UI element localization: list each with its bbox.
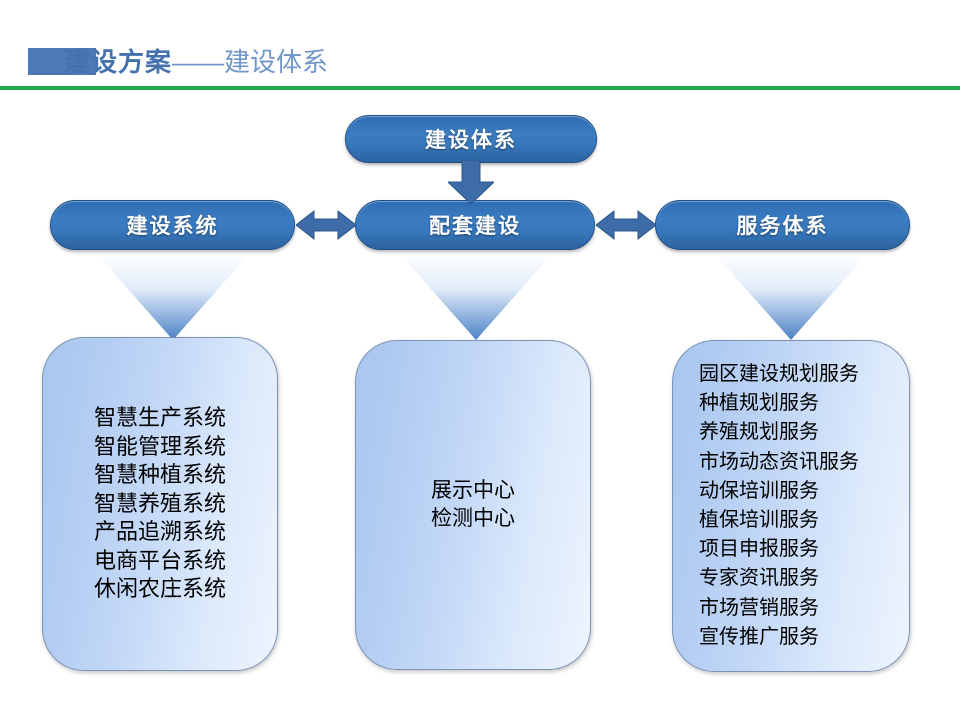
connector-funnel-right — [715, 254, 867, 340]
list-item: 市场动态资讯服务 — [699, 450, 859, 473]
panel-construction-systems[interactable]: 智慧生产系统 智能管理系统 智慧种植系统 智慧养殖系统 产品追溯系统 电商平台系… — [42, 337, 278, 671]
list-item: 园区建设规划服务 — [699, 363, 859, 386]
arrow-left-right-icon-left — [296, 209, 356, 241]
panel-supporting-construction[interactable]: 展示中心 检测中心 — [355, 340, 591, 670]
node-right-label: 服务体系 — [736, 215, 829, 238]
slide-header: 建设方案——建设体系 — [0, 0, 960, 92]
node-left-construction-systems[interactable]: 建设系统 — [50, 200, 295, 250]
list-item: 养殖规划服务 — [699, 421, 819, 444]
panel-service-system[interactable]: 园区建设规划服务 种植规划服务 养殖规划服务 市场动态资讯服务 动保培训服务 植… — [672, 340, 910, 672]
list-item: 动保培训服务 — [699, 479, 819, 502]
page-title-sub: ——建设体系 — [172, 47, 329, 77]
list-item: 产品追溯系统 — [93, 519, 226, 545]
list-item: 检测中心 — [431, 507, 515, 530]
connector-funnel-left — [97, 254, 249, 340]
list-item: 智慧养殖系统 — [93, 490, 226, 516]
list-item: 项目申报服务 — [699, 538, 819, 561]
node-top-construction-system[interactable]: 建设体系 — [345, 115, 597, 163]
node-right-service-system[interactable]: 服务体系 — [655, 200, 910, 250]
panel-left-list: 智慧生产系统 智能管理系统 智慧种植系统 智慧养殖系统 产品追溯系统 电商平台系… — [94, 404, 226, 604]
list-item: 植保培训服务 — [699, 509, 819, 531]
list-item: 休闲农庄系统 — [93, 576, 226, 602]
panel-right-list: 园区建设规划服务 种植规划服务 养殖规划服务 市场动态资讯服务 动保培训服务 植… — [673, 360, 859, 652]
list-item: 专家资讯服务 — [699, 567, 819, 590]
node-middle-label: 配套建设 — [429, 215, 521, 238]
arrow-down-icon — [448, 160, 494, 204]
page-title: 建设方案——建设体系 — [64, 42, 328, 82]
arrow-left-right-icon-right — [596, 209, 656, 241]
header-marker-block — [28, 48, 96, 75]
list-item: 电商平台系统 — [93, 547, 226, 573]
list-item: 展示中心 — [431, 478, 515, 502]
list-item: 智能管理系统 — [93, 433, 226, 459]
list-item: 宣传推广服务 — [699, 625, 819, 648]
list-item: 智慧生产系统 — [93, 404, 226, 430]
node-middle-supporting-construction[interactable]: 配套建设 — [355, 200, 595, 250]
connector-funnel-middle — [400, 254, 552, 340]
node-top-label: 建设体系 — [425, 129, 517, 152]
list-item: 种植规划服务 — [699, 392, 819, 415]
list-item: 智慧种植系统 — [93, 462, 226, 488]
node-left-label: 建设系统 — [126, 215, 219, 238]
page-title-main: 建设方案 — [64, 47, 173, 77]
panel-middle-list: 展示中心 检测中心 — [431, 477, 515, 534]
header-divider-line — [0, 86, 960, 90]
list-item: 市场营销服务 — [699, 596, 819, 619]
